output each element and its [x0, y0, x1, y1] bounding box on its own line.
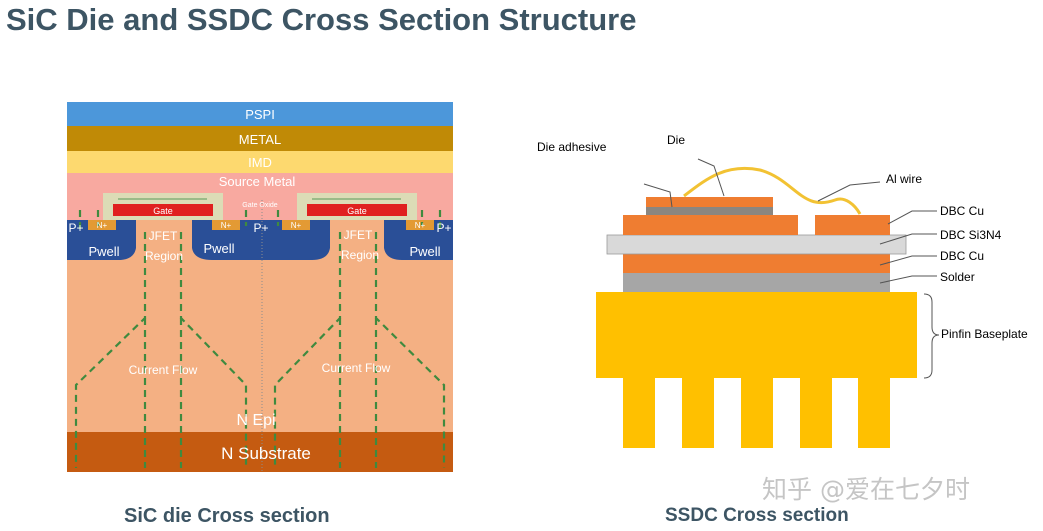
label-current-flow: Current Flow	[322, 361, 391, 375]
label-current-flow: Current Flow	[129, 363, 198, 377]
n-plus-region	[88, 220, 116, 230]
pwell-right	[384, 220, 453, 260]
label-jfet-region: Region	[341, 248, 379, 262]
pin-fin	[623, 376, 655, 448]
die-adhesive	[646, 207, 773, 215]
dbc-cu-top-right	[815, 215, 890, 235]
ssdc-caption: SSDC Cross section	[665, 505, 849, 526]
label-pspi: PSPI	[245, 107, 275, 122]
bracket-pinfin-baseplate	[923, 293, 940, 379]
label-gate-oxide: Gate Oxide	[242, 202, 278, 209]
label-n-plus: N+	[291, 221, 302, 230]
pin-fin	[741, 376, 773, 448]
current-path	[179, 232, 248, 468]
n-plus-region	[406, 220, 434, 230]
current-path	[74, 232, 147, 468]
current-flow-paths	[74, 210, 446, 468]
label-p-plus: P+	[68, 221, 83, 235]
label-jfet: JFET	[344, 228, 373, 242]
current-path	[374, 232, 446, 468]
dbc-cu-top-left	[623, 215, 798, 235]
page-title: SiC Die and SSDC Cross Section Structure	[6, 2, 637, 37]
label-die: Die	[667, 133, 685, 147]
label-pwell: Pwell	[203, 241, 234, 256]
al-wire	[683, 166, 862, 215]
watermark: 知乎 @爱在七夕时	[762, 475, 970, 504]
label-imd: IMD	[248, 155, 272, 170]
current-path	[273, 232, 342, 468]
label-dbc-si3n4: DBC Si3N4	[940, 228, 1002, 242]
layer-n-substrate	[67, 432, 453, 472]
label-dbc-cu-bottom: DBC Cu	[940, 249, 984, 263]
leader-dbc-si3n4	[879, 233, 937, 245]
n-plus-region	[282, 220, 310, 230]
label-pwell: Pwell	[409, 244, 440, 259]
leader-dbc-cu-bottom	[879, 255, 937, 266]
label-n-plus: N+	[221, 221, 232, 230]
label-p-plus: P+	[436, 221, 451, 235]
n-plus-region	[212, 220, 240, 230]
solder-layer	[623, 273, 890, 292]
leader-die-adhesive	[643, 183, 673, 208]
layer-imd	[67, 151, 453, 173]
label-al-wire: Al wire	[886, 172, 922, 186]
label-n-substrate: N Substrate	[221, 444, 311, 463]
pin-fin	[800, 376, 832, 448]
label-jfet-region: Region	[145, 249, 183, 263]
leader-die	[697, 158, 725, 197]
label-pinfin-baseplate: Pinfin Baseplate	[941, 327, 1028, 341]
dbc-cu-bottom	[623, 254, 890, 273]
gate-left	[113, 204, 213, 216]
label-p-plus: P+	[253, 221, 268, 235]
leader-al-wire	[817, 181, 881, 202]
label-gate: Gate	[347, 206, 367, 216]
label-jfet: JFET	[149, 229, 178, 243]
label-die-adhesive: Die adhesive	[537, 140, 607, 154]
leader-dbc-cu-top	[887, 210, 937, 225]
sic-die-caption: SiC die Cross section	[124, 505, 330, 527]
label-n-plus: N+	[97, 221, 108, 230]
leader-solder	[879, 275, 937, 284]
die	[646, 197, 773, 207]
layer-metal	[67, 126, 453, 151]
layer-pspi	[67, 102, 453, 126]
label-solder: Solder	[940, 270, 975, 284]
gate-right	[307, 204, 407, 216]
dbc-si3n4	[606, 234, 907, 255]
label-metal: METAL	[239, 132, 281, 147]
label-source-metal: Source Metal	[219, 174, 296, 189]
pwell-left	[67, 220, 136, 260]
pin-fin	[682, 376, 714, 448]
pin-fin	[858, 376, 890, 448]
label-n-epi: N Epi	[236, 412, 275, 429]
label-gate: Gate	[153, 206, 173, 216]
ssdc-diagram: Die adhesive Die Al wire DBC Cu DBC Si3N…	[537, 133, 1028, 448]
pinfin-baseplate	[596, 292, 917, 378]
label-dbc-cu-top: DBC Cu	[940, 204, 984, 218]
label-n-plus: N+	[415, 221, 426, 230]
label-pwell: Pwell	[88, 244, 119, 259]
